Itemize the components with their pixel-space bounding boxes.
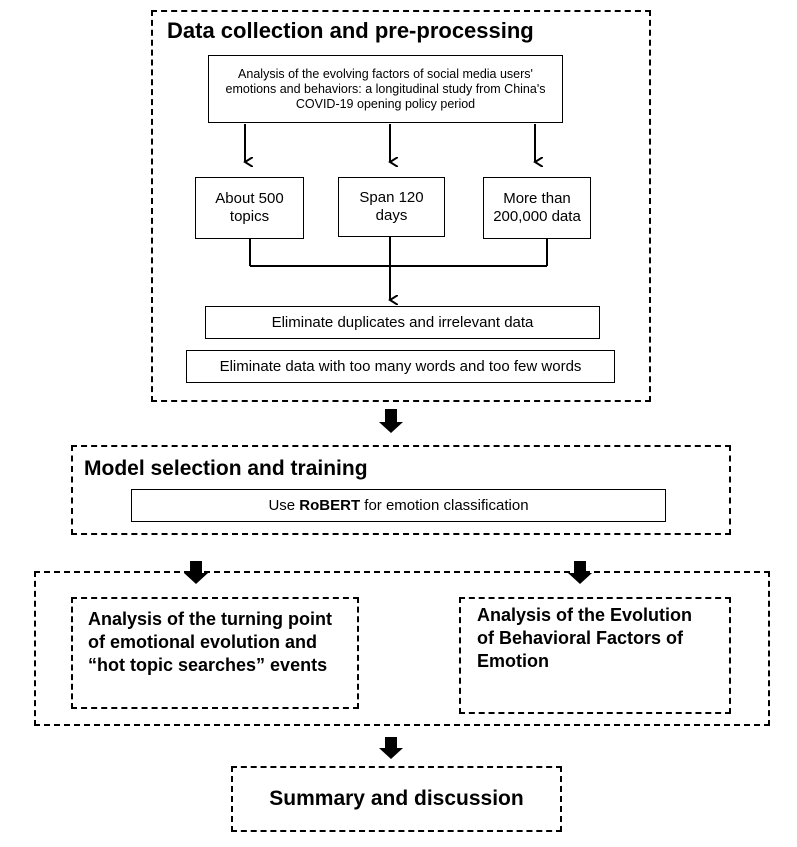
section-title-data-collection: Data collection and pre-processing [167,18,534,43]
data-count-box: More than 200,000 data [483,177,591,239]
topics-box: About 500 topics [195,177,304,239]
section-data-collection [151,10,651,402]
study-title-box: Analysis of the evolving factors of soci… [208,55,563,123]
days-box: Span 120 days [338,177,445,237]
section-title-model-selection: Model selection and training [84,457,368,480]
analysis-turning-point-box [71,597,359,709]
eliminate-word-count-box: Eliminate data with too many words and t… [186,350,615,383]
analysis-behavioral-box [459,597,731,714]
block-arrow-2 [379,737,403,759]
model-usage-box: Use RoBERT for emotion classification [131,489,666,522]
section-summary: Summary and discussion [231,766,562,832]
section-analysis [34,571,770,726]
summary-title: Summary and discussion [269,787,524,810]
analysis-turning-point-text: Analysis of the turning point of emotion… [88,609,332,675]
analysis-behavioral-text: Analysis of the Evolution of Behavioral … [477,605,693,671]
block-arrow-1 [379,409,403,433]
section-model-selection [71,445,731,535]
eliminate-duplicates-box: Eliminate duplicates and irrelevant data [205,306,600,339]
model-usage-prefix: Use [268,496,300,514]
model-usage-suffix: for emotion classification [360,496,529,514]
model-name: RoBERT [299,496,361,514]
